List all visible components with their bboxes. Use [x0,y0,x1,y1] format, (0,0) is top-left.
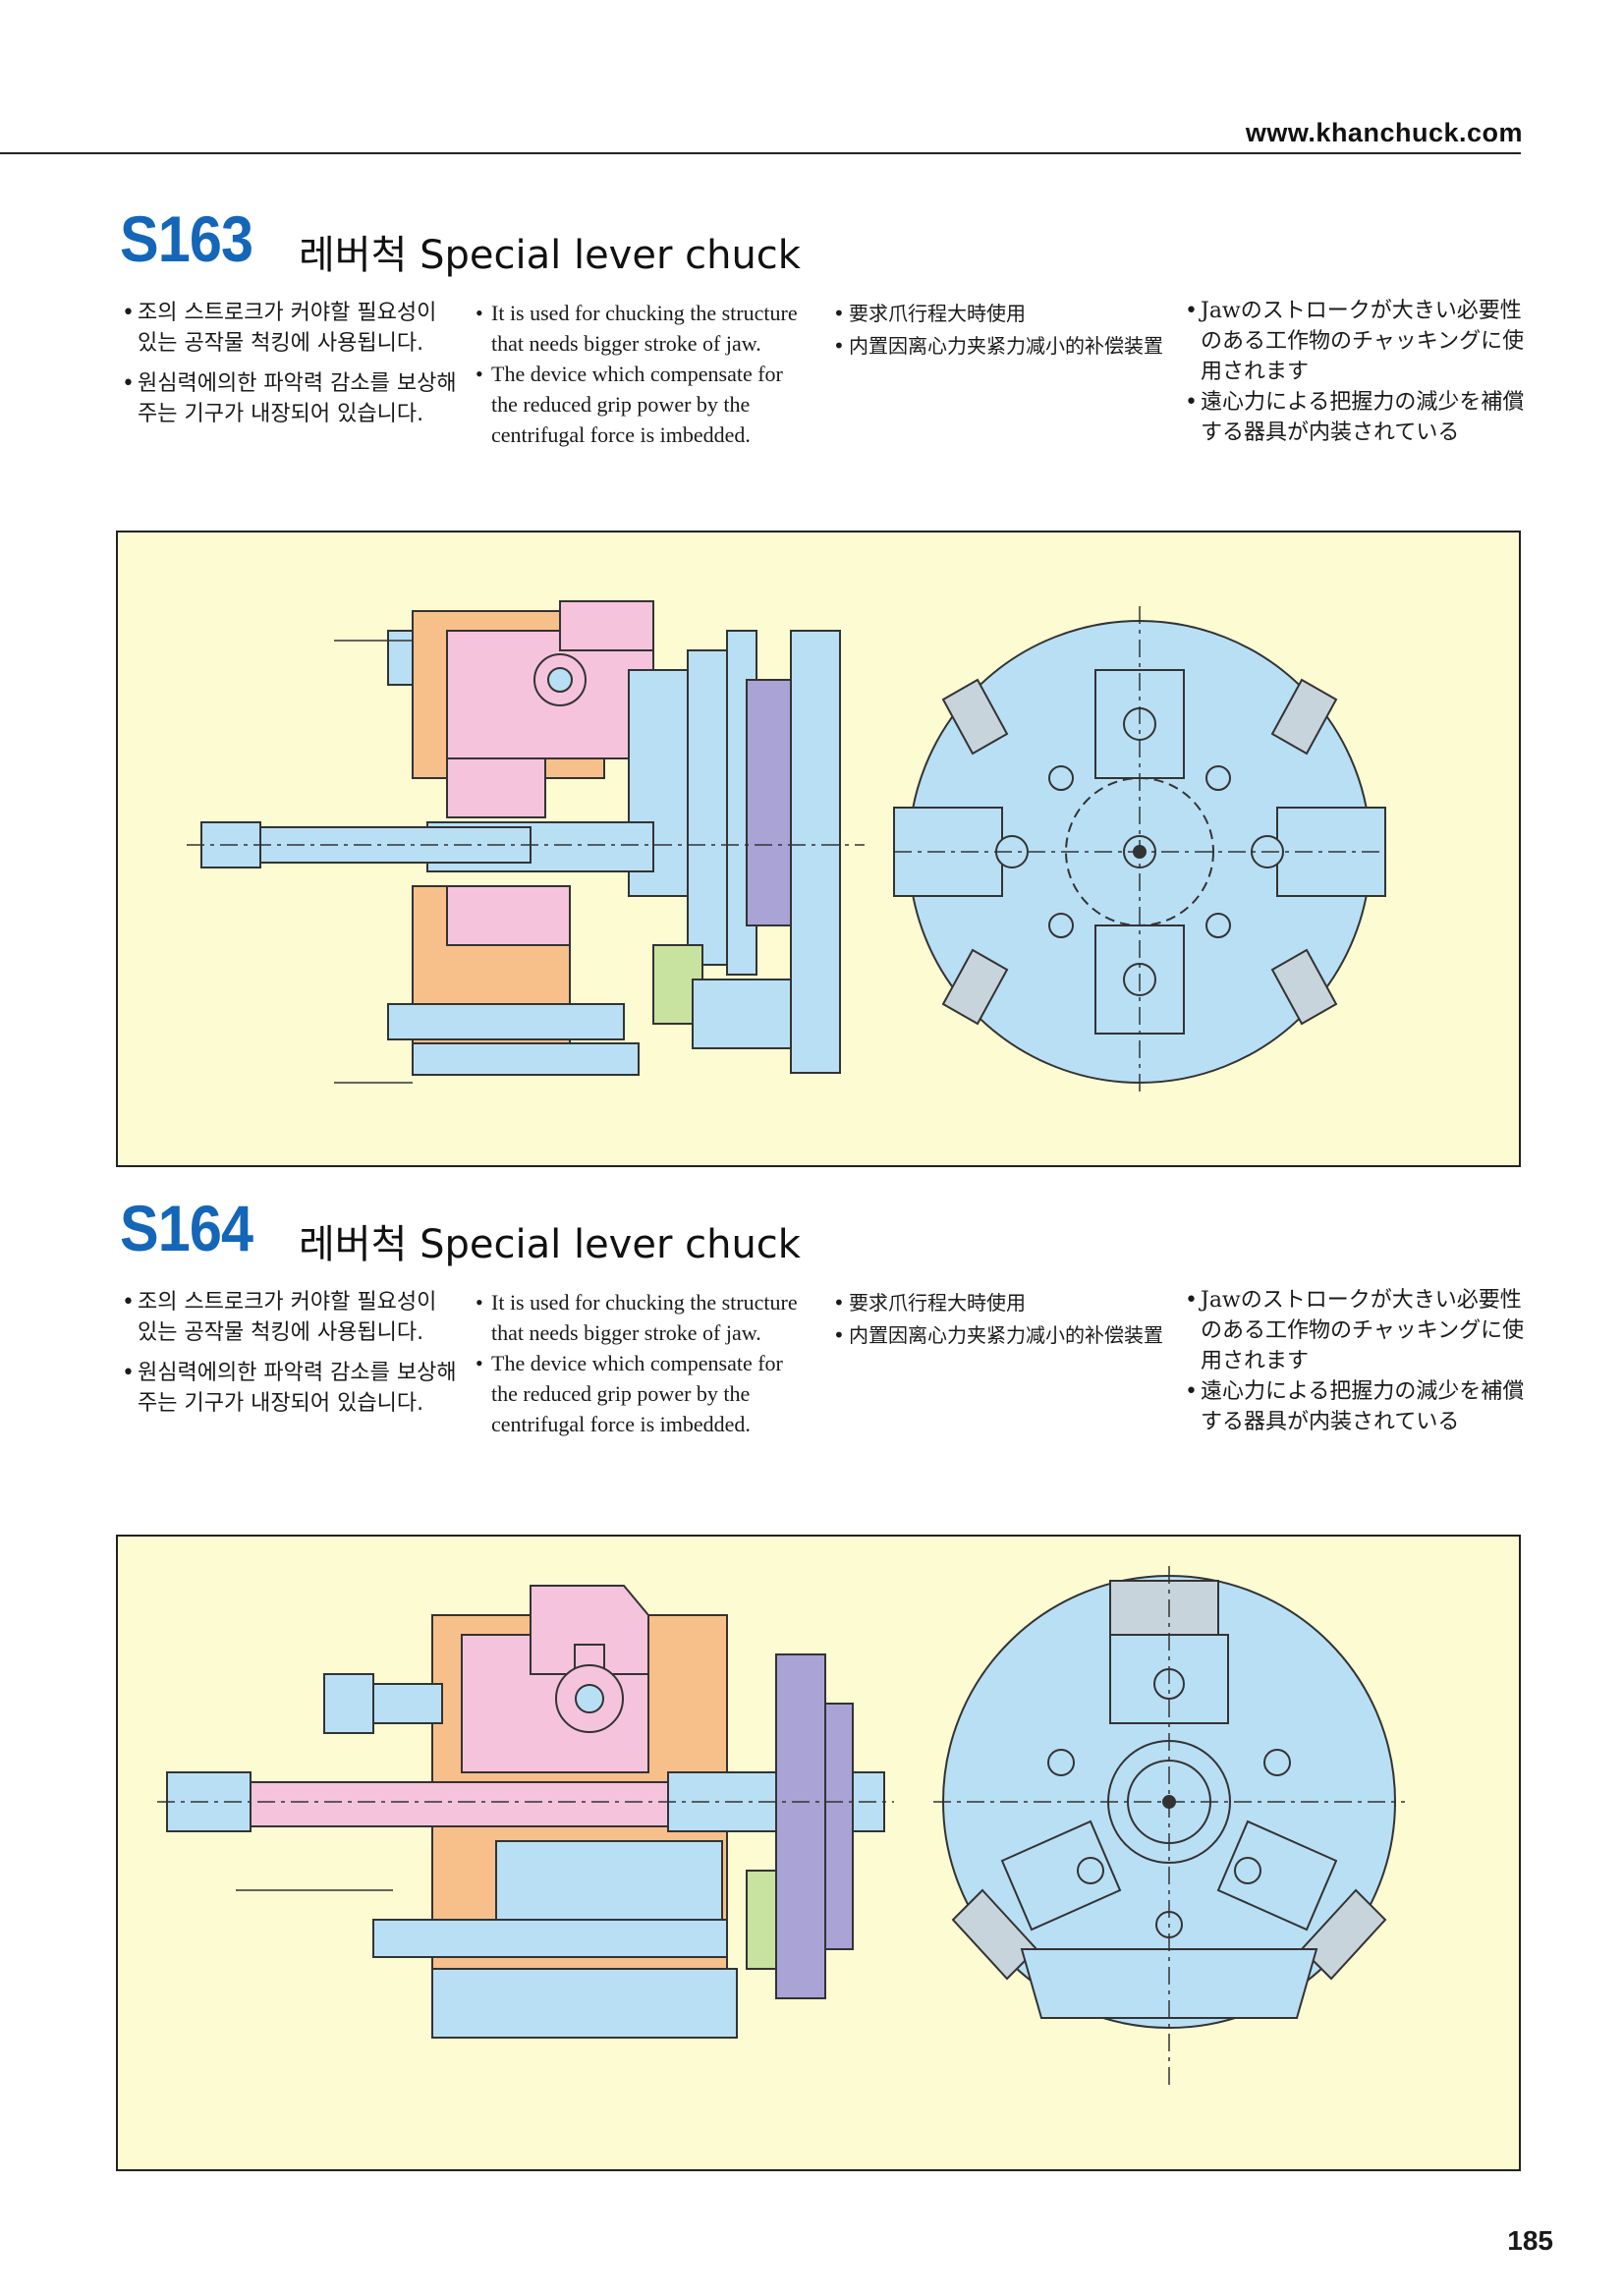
cross-section-view [157,1585,894,2039]
header-rule [0,152,1521,154]
cross-section-view [187,600,865,1084]
description-english: It is used for chucking the structure th… [476,1287,800,1439]
section-subtitle: 레버척 Special lever chuck [299,233,801,278]
description-chinese: 要求爪行程大時使用 内置因离心力夹紧力减小的补偿装置 [833,1287,1167,1352]
description-item: 内置因离心力夹紧力减小的补偿装置 [833,1319,1167,1352]
description-korean: 조의 스트로크가 커야할 필요성이 있는 공작물 척킹에 사용됩니다. 원심력에… [122,1287,461,1428]
description-item: 要求爪行程大時使用 [833,298,1167,330]
chuck-drawing [187,600,1386,1097]
description-item: Jawのストロークが大きい必要性のある工作物のチャッキングに使用されます [1185,296,1529,387]
description-item: 원심력에의한 파악력 감소를 보상해주는 기구가 내장되어 있습니다. [122,368,461,429]
section-subtitle: 레버척 Special lever chuck [299,1222,801,1267]
technical-drawing-s164 [116,1535,1521,2171]
technical-drawing-s163 [116,531,1521,1167]
description-item: It is used for chucking the structure th… [476,298,800,359]
model-code: S164 [120,1192,253,1264]
description-japanese: Jawのストロークが大きい必要性のある工作物のチャッキングに使用されます 遠心力… [1185,296,1529,448]
description-item: 조의 스트로크가 커야할 필요성이 있는 공작물 척킹에 사용됩니다. [122,298,461,359]
description-item: 조의 스트로크가 커야할 필요성이 있는 공작물 척킹에 사용됩니다. [122,1287,461,1348]
description-item: 원심력에의한 파악력 감소를 보상해주는 기구가 내장되어 있습니다. [122,1358,461,1419]
description-japanese: Jawのストロークが大きい必要性のある工作物のチャッキングに使用されます 遠心力… [1185,1285,1529,1437]
description-item: It is used for chucking the structure th… [476,1287,800,1348]
description-item: 要求爪行程大時使用 [833,1287,1167,1319]
description-korean: 조의 스트로크가 커야할 필요성이 있는 공작물 척킹에 사용됩니다. 원심력에… [122,298,461,439]
model-code: S163 [120,202,253,275]
chuck-drawing [157,1566,1405,2087]
page-number: 185 [1507,2225,1553,2256]
site-url[interactable]: www.khanchuck.com [1245,118,1523,147]
description-english: It is used for chucking the structure th… [476,298,800,450]
description-item: 遠心力による把握力の減少を補償する器具が内装されている [1185,387,1529,448]
description-item: The device which compensate for the redu… [476,1348,800,1439]
front-view [933,1566,1405,2087]
description-item: The device which compensate for the redu… [476,359,800,450]
description-item: Jawのストロークが大きい必要性のある工作物のチャッキングに使用されます [1185,1285,1529,1376]
description-item: 遠心力による把握力の減少を補償する器具が内装されている [1185,1376,1529,1437]
description-chinese: 要求爪行程大時使用 内置因离心力夹紧力减小的补偿装置 [833,298,1167,363]
description-item: 内置因离心力夹紧力减小的补偿装置 [833,330,1167,363]
front-view [893,606,1386,1097]
